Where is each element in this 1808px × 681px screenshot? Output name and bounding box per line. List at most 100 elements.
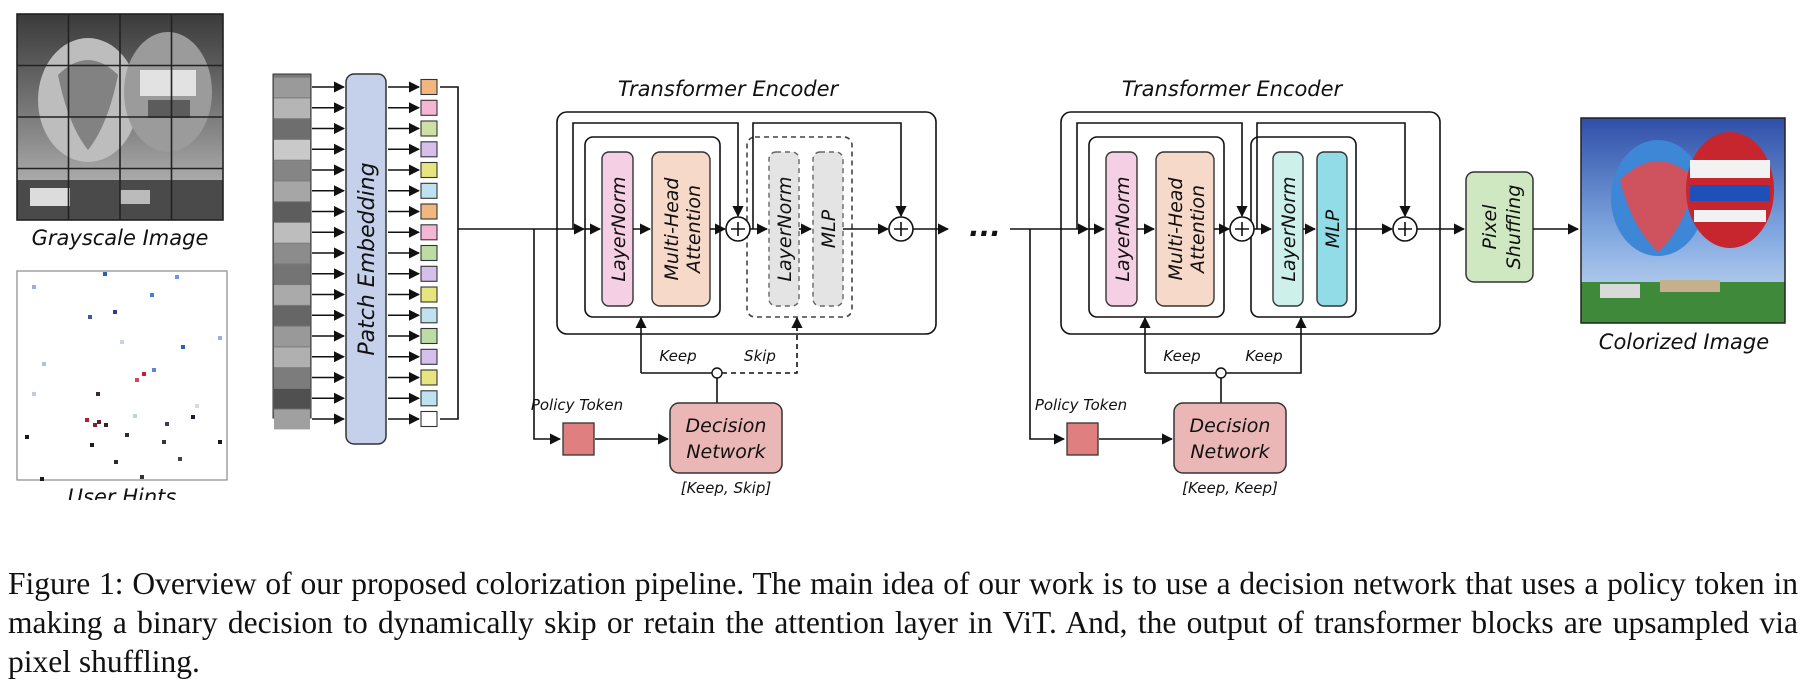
user-hints-image <box>16 270 228 481</box>
layernorm-label: LayerNorm <box>1112 176 1134 281</box>
image-patch-strip <box>272 73 312 430</box>
policy-token-label: Policy Token <box>1035 396 1127 414</box>
pipeline-diagram: Grayscale Image <box>16 13 1786 500</box>
patch-token <box>420 224 438 241</box>
grayscale-image <box>16 13 224 221</box>
policy-token <box>562 422 595 456</box>
colorized-image <box>1580 117 1786 324</box>
decision-network-block <box>669 402 783 474</box>
encoder-outer-box <box>556 111 937 335</box>
patch-token <box>420 161 438 179</box>
patch-token <box>420 78 438 96</box>
pixel-shuffling-line-2: Shuffling <box>1503 185 1525 270</box>
layernorm-label: LayerNorm <box>608 176 630 281</box>
branch-right-label: Keep <box>1245 347 1282 365</box>
patch-token <box>420 390 438 407</box>
image-patch <box>274 264 310 285</box>
figure-caption: Figure 1: Overview of our proposed color… <box>8 565 1798 679</box>
image-patch <box>274 181 310 202</box>
policy-token <box>1066 422 1099 456</box>
patch-token <box>420 327 438 345</box>
attention-label-2: Attention <box>683 185 705 275</box>
encoder-outer-box <box>1060 111 1441 335</box>
patch-embedding-block <box>345 73 387 445</box>
patch-token <box>420 265 438 282</box>
token-bracket <box>440 86 535 420</box>
mlp-block <box>812 151 844 307</box>
ellipsis-dots: ... <box>969 210 1001 243</box>
decision-network-label-1: Decision <box>686 415 767 437</box>
plus-icon <box>731 222 745 236</box>
pixel-shuffling-block <box>1465 171 1534 283</box>
patch-arrows <box>312 81 346 425</box>
decision-network-label-2: Network <box>1190 441 1270 463</box>
residual-line <box>1076 122 1248 229</box>
image-patch <box>274 409 310 430</box>
token-column <box>388 78 438 428</box>
image-patch <box>274 139 310 160</box>
decision-network-label-2: Network <box>686 441 766 463</box>
decision-output-label: [Keep, Keep] <box>1182 479 1278 497</box>
plus-icon <box>894 222 908 236</box>
branch-left-label: Keep <box>659 347 696 365</box>
image-patch <box>274 98 310 119</box>
tokens-to-policy-1 <box>533 229 562 445</box>
patch-token <box>420 203 438 220</box>
image-patch <box>274 119 310 139</box>
layernorm-2-label: LayerNorm <box>1278 176 1300 281</box>
patch-token <box>420 286 438 303</box>
image-patch <box>274 347 310 368</box>
patch-token <box>420 410 438 428</box>
grayscale-image-label: Grayscale Image <box>32 226 209 250</box>
mlp-label: MLP <box>818 209 840 248</box>
second-branch <box>722 316 803 374</box>
image-patch <box>274 388 310 409</box>
layernorm-2-label: LayerNorm <box>774 176 796 281</box>
second-branch <box>1226 316 1307 374</box>
patch-token <box>420 182 438 199</box>
mlp-label: MLP <box>1322 209 1344 248</box>
residual-line <box>572 122 744 229</box>
patch-token <box>420 141 438 158</box>
colorized-image-label: Colorized Image <box>1599 330 1769 354</box>
attention-label-1: Multi-Head <box>661 177 683 281</box>
encoder-title: Transformer Encoder <box>618 77 840 101</box>
image-patch <box>274 285 310 305</box>
layernorm-2-block <box>768 151 800 307</box>
image-patch <box>274 326 310 347</box>
image-patch <box>274 305 310 326</box>
branch-left-label: Keep <box>1163 347 1200 365</box>
plus-icon <box>1398 222 1412 236</box>
branch-right-label: Skip <box>744 347 776 365</box>
plus-icon <box>1235 222 1249 236</box>
image-patch <box>274 368 310 388</box>
branch-junction <box>1215 367 1227 379</box>
patch-token <box>420 244 438 262</box>
image-patch <box>274 243 310 264</box>
decision-network-block <box>1173 402 1287 474</box>
patch-token <box>420 369 438 386</box>
pixel-shuffling-line-1: Pixel <box>1479 204 1501 250</box>
attention-label-2: Attention <box>1187 185 1209 275</box>
attention-label-1: Multi-Head <box>1165 177 1187 281</box>
user-hints-label: User Hints <box>68 485 177 500</box>
residual-line <box>752 122 907 229</box>
patch-embedding-label: Patch Embedding <box>355 162 380 355</box>
image-patch <box>274 160 310 181</box>
image-patch <box>274 77 310 98</box>
encoder-title: Transformer Encoder <box>1122 77 1344 101</box>
patch-token <box>420 120 438 137</box>
patch-token <box>420 99 438 116</box>
image-patch <box>274 202 310 222</box>
image-patch <box>274 222 310 243</box>
decision-network-label-1: Decision <box>1190 415 1271 437</box>
tokens-to-policy-2 <box>1029 229 1066 445</box>
branch-junction <box>711 367 723 379</box>
patch-token <box>420 348 438 365</box>
decision-output-label: [Keep, Skip] <box>681 479 772 497</box>
policy-token-label: Policy Token <box>531 396 623 414</box>
patch-token <box>420 307 438 324</box>
